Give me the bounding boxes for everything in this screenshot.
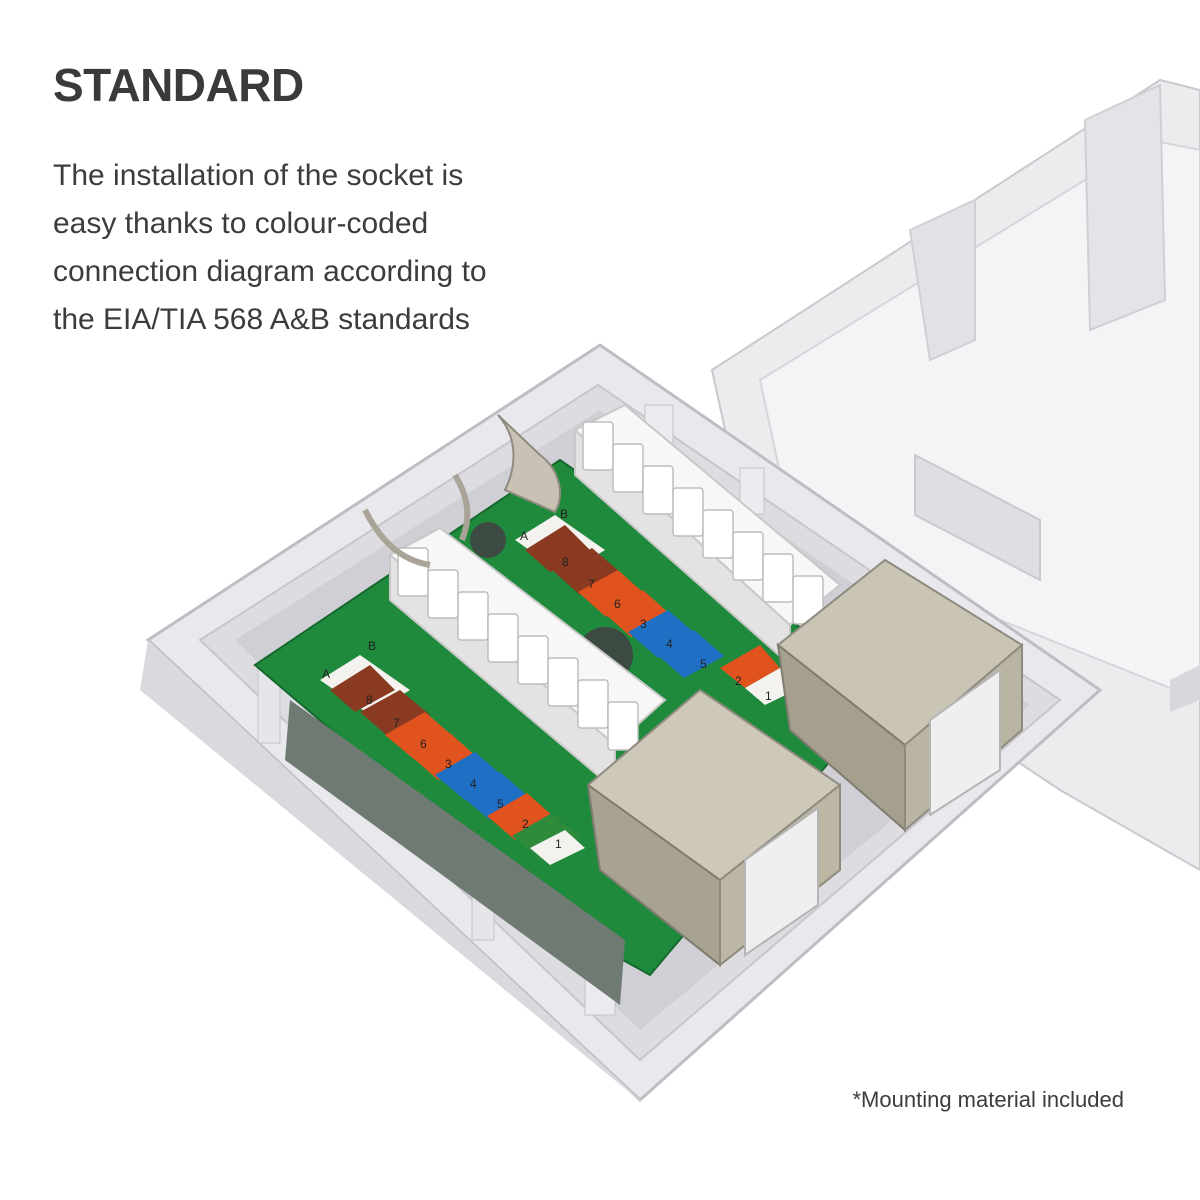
pin-label-r-8: 8 [562,555,569,569]
description-line-3: connection diagram according to [53,255,487,288]
pin-label-r-3: 3 [640,617,647,631]
pin-label-r-b: B [560,507,568,521]
pin-label-r-6: 6 [614,597,621,611]
product-description: The installation of the socket is easy t… [53,152,573,344]
pin-label-r-5: 5 [700,657,707,671]
description-line-4: the EIA/TIA 568 A&B standards [53,303,470,336]
pin-label-b: B [368,639,376,653]
page-title: STANDARD [53,59,304,111]
description-line-1: The installation of the socket is [53,159,464,192]
pin-label-r-2: 2 [735,674,742,688]
footnote: *Mounting material included [852,1087,1125,1112]
pin-label-1: 1 [555,837,562,851]
rj45-jack-back [776,558,1024,833]
socket-lid [710,78,1200,872]
pin-label-3: 3 [445,757,452,771]
wiring-diagram-right: A B 8 7 6 3 4 5 2 1 [515,507,800,705]
pin-label-r-4: 4 [666,637,673,651]
pin-label-4: 4 [470,777,477,791]
terminal-block-left [388,526,667,793]
pin-label-5: 5 [497,797,504,811]
pin-label-2: 2 [522,817,529,831]
pin-label-6: 6 [420,737,427,751]
pin-label-8: 8 [366,693,373,707]
pin-label-a: A [322,667,330,681]
description-line-2: easy thanks to colour-coded [53,207,429,240]
wiring-diagram-left: A B 8 7 6 3 4 5 2 1 [320,639,585,865]
pin-label-r-1: 1 [765,689,772,703]
rj45-jack-front [586,688,842,968]
pin-label-r-a: A [520,529,528,543]
metal-clips [362,414,561,568]
pin-label-r-7: 7 [588,577,595,591]
pin-label-7: 7 [393,716,400,730]
terminal-block-right [573,403,842,668]
